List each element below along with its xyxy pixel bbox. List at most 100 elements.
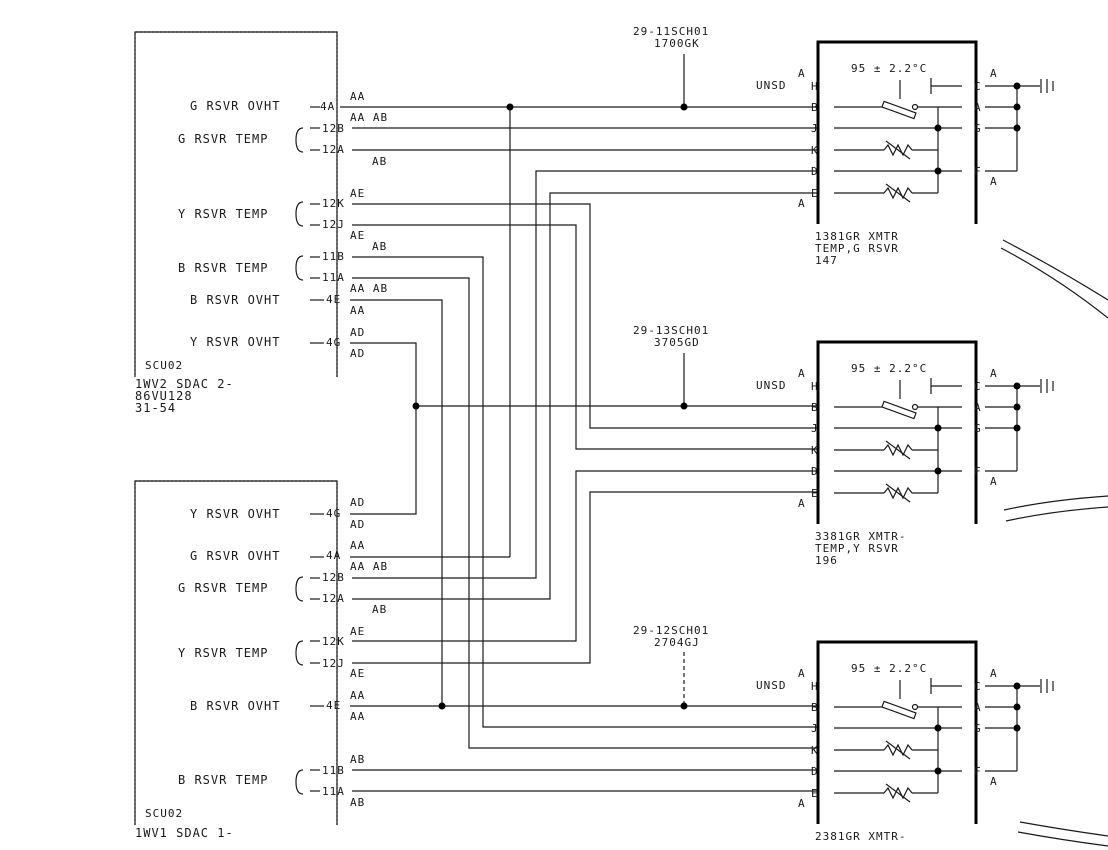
thermal-switch-icon (881, 700, 917, 720)
thermal-switch-icon (881, 400, 917, 420)
signal-label: B RSVR OVHT (190, 699, 280, 713)
unsd-label: UNSD (756, 679, 787, 692)
thermistor-icon (883, 143, 913, 157)
wire-tag: AE (350, 229, 365, 242)
wire-tag: AB (372, 240, 387, 253)
wire-id: 29-12SCH01 (633, 624, 709, 637)
connector-pin: A (974, 701, 982, 714)
signal-label: Y RSVR TEMP (178, 207, 268, 221)
pin-label: 11B (322, 250, 345, 263)
junction-dot (1013, 403, 1021, 411)
junction-dot (1013, 103, 1021, 111)
wire-tag: AB (350, 796, 365, 809)
terminal-letter: A (798, 197, 806, 210)
terminal-letter: A (990, 67, 998, 80)
thermistor-icon (883, 786, 913, 800)
switch-contact (911, 403, 919, 411)
scu-lower-name: SCU02 (145, 807, 183, 820)
wire-id: 29-11SCH01 (633, 25, 709, 38)
terminal-letter: A (990, 475, 998, 488)
wire-tag: AA AB (350, 282, 388, 295)
connector-outline (816, 640, 978, 824)
pin-label: 4G (326, 507, 341, 520)
connector-pin: F (974, 165, 982, 178)
temp-brackets (295, 127, 304, 795)
wire-tag: AE (350, 625, 365, 638)
transmitter-name: 1381GR XMTR (815, 230, 899, 243)
junction-dot (1013, 682, 1021, 690)
transmitter-name: 196 (815, 554, 838, 567)
wire-id: 29-13SCH01 (633, 324, 709, 337)
wire-tag: AA (350, 710, 365, 723)
pin-label: 12J (322, 218, 345, 231)
wire-tag: AE (350, 187, 365, 200)
pin-label: 4E (326, 293, 341, 306)
signal-label: G RSVR OVHT (190, 99, 280, 113)
terminal-letter: A (990, 175, 998, 188)
wire-tag: AA (350, 539, 365, 552)
connector-pin: G (974, 722, 982, 735)
connector-pin: J (811, 422, 819, 435)
connector-pin: E (811, 187, 819, 200)
pin-label: 4G (326, 336, 341, 349)
connector-pin: D (811, 765, 819, 778)
connector-pin: H (811, 680, 819, 693)
connector-pin: H (811, 80, 819, 93)
unsd-label: UNSD (756, 79, 787, 92)
pin-label: 11A (322, 271, 345, 284)
terminal-letter: A (798, 667, 806, 680)
connector-pin: D (811, 165, 819, 178)
connector-pin: G (974, 122, 982, 135)
pin-label: 12K (322, 635, 345, 648)
wire-tag: AD (350, 496, 365, 509)
temp-rating: 95 ± 2.2°C (851, 62, 927, 75)
junction-dot (934, 724, 942, 732)
wire-tag: AB (372, 155, 387, 168)
wiring (310, 54, 818, 792)
thermistor-icon (883, 443, 913, 457)
pin-label: 11A (322, 785, 345, 798)
junction-dot (1013, 124, 1021, 132)
thermistor-arrow (885, 783, 911, 803)
connector-pin: B (811, 701, 819, 714)
signal-label: B RSVR OVHT (190, 293, 280, 307)
terminal-letter: A (990, 367, 998, 380)
connector-pin: A (974, 101, 982, 114)
pin-label: 12B (322, 122, 345, 135)
connector-outline (816, 40, 978, 224)
connector-pin: C (974, 80, 982, 93)
switch-contact (911, 703, 919, 711)
temp-rating: 95 ± 2.2°C (851, 662, 927, 675)
terminal-letter: A (798, 497, 806, 510)
wire-tag: AA (350, 90, 365, 103)
scu-lower-labels: Y RSVR OVHT G RSVR OVHT G RSVR TEMP Y RS… (178, 496, 387, 809)
connector-pin: B (811, 401, 819, 414)
signal-label: Y RSVR TEMP (178, 646, 268, 660)
connector-pin: K (811, 444, 819, 457)
junction-dot (934, 767, 942, 775)
wire-sub: 2704GJ (654, 636, 700, 649)
junction-dot (1013, 724, 1021, 732)
transmitter-name: TEMP,Y RSVR (815, 542, 899, 555)
signal-label: B RSVR TEMP (178, 773, 268, 787)
scu-lower-ref-1: 1WV1 SDAC 1- (135, 826, 234, 840)
scu-upper-ref-3: 31-54 (135, 401, 176, 415)
signal-label: G RSVR OVHT (190, 549, 280, 563)
signal-label: Y RSVR OVHT (190, 335, 280, 349)
connector-pin: E (811, 487, 819, 500)
connector-pin: K (811, 144, 819, 157)
wire-tag: AA AB (350, 111, 388, 124)
scu-upper-ref-2: 86VU128 (135, 389, 193, 403)
wire-tag: AD (350, 347, 365, 360)
scu-upper-labels: G RSVR OVHT G RSVR TEMP Y RSVR TEMP B RS… (178, 90, 388, 360)
transmitter-name: 3381GR XMTR- (815, 530, 906, 543)
junction-dot (1013, 82, 1021, 90)
wire-tag: AE (350, 667, 365, 680)
junction-dot (934, 467, 942, 475)
pin-label: 12B (322, 571, 345, 584)
connector-pin: F (974, 765, 982, 778)
thermistor-icon (883, 743, 913, 757)
terminal-letter: A (798, 367, 806, 380)
